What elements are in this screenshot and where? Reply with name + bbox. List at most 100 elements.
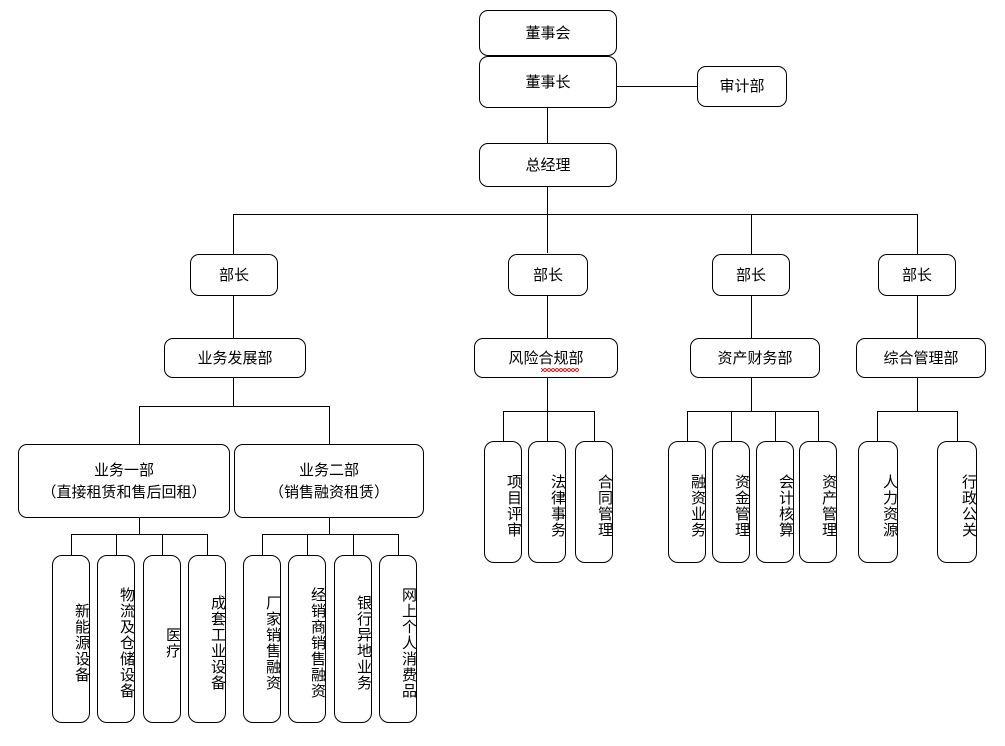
leaf-admin-child-0-label: 人力资源 [881, 473, 899, 538]
connector-unit-1-bus [71, 534, 208, 535]
node-director-2[interactable]: 部长 [508, 254, 588, 296]
connector-unit-1-bus-to-child-2 [162, 534, 163, 555]
leaf-admin-child-1[interactable]: 行政公关 [937, 441, 978, 563]
leaf-unit-1-child-0-label: 新能源设备 [73, 602, 91, 683]
connector-dept-business-bus [139, 406, 330, 407]
connector-dept-finance-bus-to-child-3 [818, 411, 819, 441]
leaf-unit-2-child-3[interactable]: 网上个人消费品 [379, 555, 418, 723]
connector-chairman-to-gm [547, 108, 548, 143]
node-unit-2[interactable]: 业务二部 （销售融资租赁） [234, 444, 424, 518]
node-unit-1-line2: （直接租赁和售后回租） [41, 483, 207, 501]
leaf-unit-2-child-3-label: 网上个人消费品 [400, 586, 418, 699]
connector-unit-1-bus-to-child-1 [116, 534, 117, 555]
connector-bus-to-unit-2 [329, 406, 330, 444]
connector-dept-risk-stem [547, 378, 548, 411]
leaf-unit-2-child-1[interactable]: 经销商销售融资 [288, 555, 327, 723]
connector-unit-1-bus-to-child-0 [71, 534, 72, 555]
connector-gm-bus [233, 214, 918, 215]
leaf-unit-1-child-0[interactable]: 新能源设备 [52, 555, 91, 723]
leaf-risk-child-0[interactable]: 项目评审 [484, 441, 523, 563]
connector-dept-admin-bus-to-child-0 [877, 411, 878, 441]
leaf-unit-2-child-0[interactable]: 厂家销售融资 [243, 555, 282, 723]
leaf-finance-child-1-label: 资金管理 [733, 473, 751, 538]
connector-unit-2-bus-to-child-0 [262, 534, 263, 555]
connector-unit-2-bus [262, 534, 399, 535]
connector-dept-finance-bus [687, 411, 819, 412]
leaf-risk-child-1-label: 法律事务 [549, 473, 567, 538]
connector-unit-2-bus-to-child-3 [398, 534, 399, 555]
connector-unit-2-bus-to-child-1 [307, 534, 308, 555]
node-chairman[interactable]: 董事长 [479, 56, 617, 108]
leaf-unit-1-child-1-label: 物流及仓储设备 [118, 586, 136, 699]
leaf-unit-1-child-2-label: 医疗 [164, 626, 182, 659]
connector-bus-to-director-1 [233, 214, 234, 254]
node-unit-2-line2: （销售融资租赁） [268, 483, 389, 501]
connector-dept-admin-stem [917, 378, 918, 411]
connector-director-2-to-dept-risk [547, 296, 548, 338]
connector-unit-2-stem [329, 518, 330, 534]
connector-dept-admin-bus [877, 411, 957, 412]
node-director-1-label: 部长 [218, 265, 249, 284]
node-chairman-label: 董事长 [525, 72, 571, 91]
node-audit-label: 审计部 [719, 77, 765, 96]
node-unit-1[interactable]: 业务一部 （直接租赁和售后回租） [18, 444, 230, 518]
leaf-risk-child-1[interactable]: 法律事务 [528, 441, 567, 563]
leaf-unit-2-child-0-label: 厂家销售融资 [264, 594, 282, 691]
node-audit[interactable]: 审计部 [697, 66, 787, 107]
connector-unit-1-bus-to-child-3 [207, 534, 208, 555]
connector-director-4-to-dept-admin [917, 296, 918, 338]
node-dept-finance[interactable]: 资产财务部 [690, 338, 820, 378]
leaf-finance-child-3-label: 资产管理 [820, 473, 838, 538]
connector-dept-risk-bus-to-child-0 [503, 411, 504, 441]
connector-dept-finance-bus-to-child-0 [687, 411, 688, 441]
node-director-3-label: 部长 [735, 265, 766, 284]
leaf-finance-child-3[interactable]: 资产管理 [799, 441, 838, 563]
leaf-unit-2-child-2[interactable]: 银行异地业务 [334, 555, 373, 723]
connector-dept-finance-bus-to-child-2 [775, 411, 776, 441]
leaf-admin-child-0[interactable]: 人力资源 [858, 441, 899, 563]
connector-unit-2-bus-to-child-2 [353, 534, 354, 555]
connector-director-3-to-dept-finance [751, 296, 752, 338]
leaf-unit-1-child-3[interactable]: 成套工业设备 [188, 555, 227, 723]
node-director-4[interactable]: 部长 [878, 254, 956, 296]
connector-dept-risk-bus-to-child-2 [594, 411, 595, 441]
leaf-risk-child-0-label: 项目评审 [505, 473, 523, 538]
leaf-unit-2-child-2-label: 银行异地业务 [355, 594, 373, 691]
leaf-finance-child-0[interactable]: 融资业务 [668, 441, 707, 563]
leaf-unit-2-child-1-label: 经销商销售融资 [309, 586, 327, 699]
node-dept-finance-label: 资产财务部 [717, 348, 793, 367]
node-dept-risk[interactable]: 风险合规部 [474, 338, 618, 378]
connector-bus-to-director-3 [751, 214, 752, 254]
leaf-unit-1-child-1[interactable]: 物流及仓储设备 [97, 555, 136, 723]
leaf-risk-child-2[interactable]: 合同管理 [575, 441, 614, 563]
node-dept-admin[interactable]: 综合管理部 [856, 338, 986, 378]
leaf-admin-child-1-label: 行政公关 [960, 473, 978, 538]
leaf-unit-1-child-2[interactable]: 医疗 [143, 555, 182, 723]
connector-dept-finance-bus-to-child-1 [731, 411, 732, 441]
node-director-1[interactable]: 部长 [190, 254, 278, 296]
leaf-finance-child-2-label: 会计核算 [777, 473, 795, 538]
node-general-manager[interactable]: 总经理 [479, 143, 617, 187]
connector-unit-1-stem [139, 518, 140, 534]
connector-dept-finance-stem [751, 378, 752, 411]
node-director-4-label: 部长 [901, 265, 932, 284]
leaf-finance-child-0-label: 融资业务 [689, 473, 707, 538]
leaf-finance-child-1[interactable]: 资金管理 [712, 441, 751, 563]
node-director-3[interactable]: 部长 [712, 254, 790, 296]
node-director-2-label: 部长 [532, 265, 563, 284]
connector-dept-admin-bus-to-child-1 [957, 411, 958, 441]
node-dept-business[interactable]: 业务发展部 [164, 338, 306, 378]
leaf-finance-child-2[interactable]: 会计核算 [756, 441, 795, 563]
node-dept-risk-label: 风险合规部 [508, 348, 584, 367]
leaf-unit-1-child-3-label: 成套工业设备 [209, 594, 227, 691]
connector-dept-risk-bus [503, 411, 595, 412]
node-dept-admin-label: 综合管理部 [883, 348, 959, 367]
connector-dept-business-stem [233, 378, 234, 406]
node-dept-business-label: 业务发展部 [197, 348, 273, 367]
connector-dept-risk-bus-to-child-1 [547, 411, 548, 441]
node-board[interactable]: 董事会 [479, 10, 617, 56]
node-unit-1-line1: 业务一部 [93, 460, 154, 479]
connector-chairman-to-audit [617, 86, 697, 87]
leaf-risk-child-2-label: 合同管理 [596, 473, 614, 538]
